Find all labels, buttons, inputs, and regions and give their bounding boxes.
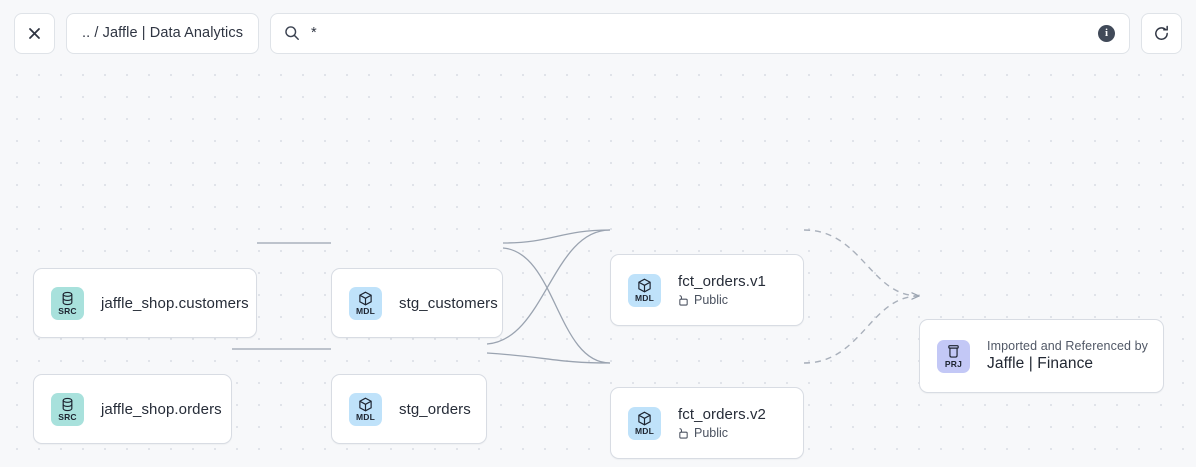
edge-fctv1-to-project: [803, 229, 919, 296]
node-label-group: stg_orders: [399, 400, 471, 418]
node-type-label: MDL: [634, 426, 654, 436]
graph-edges-layer: [232, 229, 1196, 364]
node-type-label: MDL: [634, 293, 654, 303]
graph-canvas[interactable]: SRC jaffle_shop.customers SRC jaffle_sho…: [0, 60, 1196, 467]
node-title: stg_orders: [399, 400, 471, 418]
node-type-label: SRC: [58, 306, 77, 316]
close-icon: [29, 27, 40, 39]
node-type-badge-mdl: MDL: [349, 392, 382, 426]
graph-node-fct-orders-v2[interactable]: MDL fct_orders.v2 Public: [610, 387, 804, 459]
node-visibility-label: Public: [694, 426, 729, 440]
graph-node-fct-orders-v1[interactable]: MDL fct_orders.v1 Public: [610, 254, 804, 326]
edge-stgorders-to-fctv1: [486, 229, 611, 345]
search-value[interactable]: *: [311, 24, 317, 41]
node-type-label: PRJ: [944, 359, 963, 369]
node-label-group: jaffle_shop.orders: [101, 400, 222, 418]
refresh-button[interactable]: [1141, 12, 1182, 54]
node-title: fct_orders.v1: [678, 273, 767, 290]
unlock-icon: [679, 428, 688, 439]
node-title: stg_customers: [399, 294, 498, 312]
node-type-badge-mdl: MDL: [349, 286, 382, 320]
edge-stgorders-to-fctv2: [486, 352, 611, 364]
node-type-label: SRC: [58, 412, 77, 422]
search-input[interactable]: * i: [270, 12, 1130, 54]
node-visibility: Public: [678, 426, 766, 440]
graph-node-jaffle-finance-project[interactable]: PRJ Imported and Referenced by Jaffle | …: [919, 319, 1164, 393]
toolbar: .. / Jaffle | Data Analytics * i: [0, 0, 1196, 66]
cube-icon: [359, 291, 372, 306]
node-type-badge-mdl: MDL: [628, 273, 661, 307]
unlock-icon: [679, 295, 688, 306]
database-icon: [62, 291, 73, 306]
cube-icon: [638, 411, 651, 426]
node-label-group: fct_orders.v1 Public: [678, 273, 766, 307]
node-type-label: MDL: [355, 412, 375, 422]
project-icon: [948, 345, 959, 358]
node-type-badge-mdl: MDL: [628, 406, 661, 440]
database-icon: [62, 397, 73, 412]
edge-stgcustomers-to-fctv2: [502, 247, 611, 364]
node-type-badge-prj: PRJ: [937, 339, 970, 373]
node-title: jaffle_shop.customers: [101, 294, 249, 312]
edge-stgcustomers-to-fctv1: [502, 229, 611, 244]
node-title: fct_orders.v2: [678, 406, 767, 423]
node-title: jaffle_shop.orders: [101, 400, 222, 418]
node-label-group: stg_customers: [399, 294, 498, 312]
node-label-group: Imported and Referenced by Jaffle | Fina…: [987, 339, 1149, 373]
info-icon[interactable]: i: [1098, 24, 1115, 42]
edge-fctv2-to-project: [803, 296, 919, 364]
graph-node-jaffle-shop-customers[interactable]: SRC jaffle_shop.customers: [33, 268, 257, 338]
node-visibility: Public: [678, 293, 766, 307]
breadcrumb-button[interactable]: .. / Jaffle | Data Analytics: [66, 12, 260, 54]
node-type-badge-src: SRC: [51, 392, 84, 426]
node-type-badge-src: SRC: [51, 286, 84, 320]
graph-node-stg-customers[interactable]: MDL stg_customers: [331, 268, 503, 338]
node-label-group: jaffle_shop.customers: [101, 294, 249, 312]
graph-node-stg-orders[interactable]: MDL stg_orders: [331, 374, 487, 444]
refresh-icon: [1155, 25, 1168, 40]
graph-node-jaffle-shop-orders[interactable]: SRC jaffle_shop.orders: [33, 374, 232, 444]
node-type-label: MDL: [355, 306, 375, 316]
cube-icon: [638, 278, 651, 293]
node-label-group: fct_orders.v2 Public: [678, 406, 766, 440]
node-visibility-label: Public: [694, 293, 729, 307]
search-icon: [285, 26, 299, 40]
cube-icon: [359, 397, 372, 412]
close-button[interactable]: [14, 12, 55, 54]
project-name: Jaffle | Finance: [987, 355, 1094, 372]
project-relation-label: Imported and Referenced by: [987, 339, 1149, 353]
